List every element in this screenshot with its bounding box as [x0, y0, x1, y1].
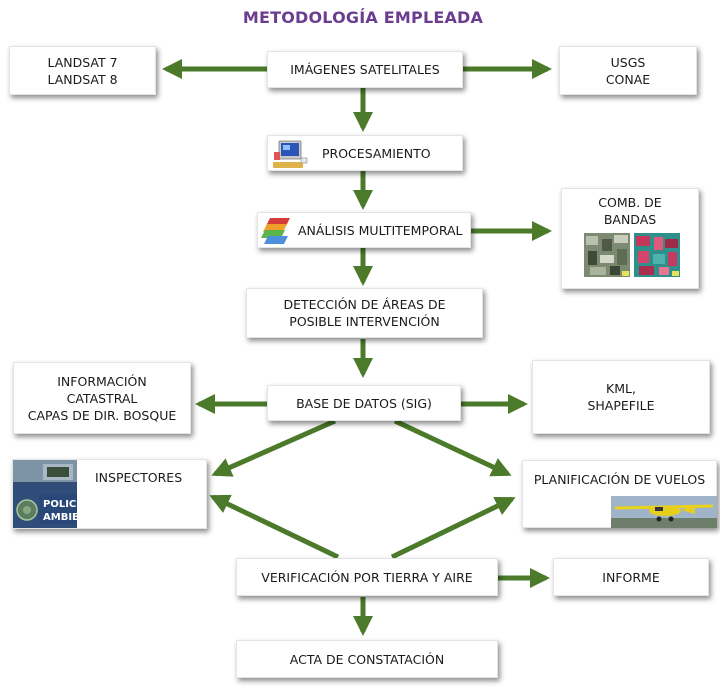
computer-icon	[273, 140, 308, 168]
satellite-thumbnail-false-color	[634, 233, 680, 277]
node-imagenes-satelitales: IMÁGENES SATELITALES	[267, 51, 463, 88]
node-procesamiento: PROCESAMIENTO	[267, 135, 463, 171]
airplane-photo	[611, 496, 717, 528]
node-deteccion-line-1: DETECCIÓN DE ÁREAS DE	[283, 297, 446, 312]
node-kml-line-2: SHAPEFILE	[587, 398, 655, 413]
node-info-line-3: CAPAS DE DIR. BOSQUE	[27, 407, 177, 423]
police-car-photo: POLICI AMBIE	[13, 460, 77, 528]
arrow-verificacion-to-inspectores	[209, 494, 340, 560]
node-planificacion-vuelos: PLANIFICACIÓN DE VUELOS	[522, 460, 717, 528]
node-informe: INFORME	[553, 558, 709, 596]
node-comb-line-1: COMB. DE	[598, 195, 662, 210]
node-usgs-conae: USGS CONAE	[559, 46, 697, 95]
node-acta-label: ACTA DE CONSTATACIÓN	[289, 651, 445, 667]
node-procesamiento-label: PROCESAMIENTO	[322, 146, 431, 161]
node-kml-shapefile: KML, SHAPEFILE	[532, 360, 710, 434]
arrow-base-to-inspectores	[211, 418, 337, 477]
node-base-label: BASE DE DATOS (SIG)	[296, 395, 432, 411]
diagram-title: METODOLOGÍA EMPLEADA	[242, 8, 484, 27]
node-info-line-2: CATASTRAL	[66, 390, 138, 406]
node-landsat-line-1: LANDSAT 7	[47, 54, 118, 70]
node-imagenes-label: IMÁGENES SATELITALES	[290, 62, 440, 77]
node-informacion-catastral: INFORMACIÓN CATASTRAL CAPAS DE DIR. BOSQ…	[13, 362, 191, 434]
node-planificacion-label: PLANIFICACIÓN DE VUELOS	[533, 472, 706, 487]
police-car-text-2: AMBIE	[43, 512, 77, 523]
node-info-line-1: INFORMACIÓN	[57, 373, 147, 389]
node-deteccion-areas: DETECCIÓN DE ÁREAS DE POSIBLE INTERVENCI…	[246, 288, 483, 338]
node-comb-line-2: BANDAS	[603, 212, 657, 227]
node-verificacion: VERIFICACIÓN POR TIERRA Y AIRE	[236, 558, 498, 596]
node-acta-constatacion: ACTA DE CONSTATACIÓN	[236, 640, 498, 678]
node-usgs-line-1: USGS	[610, 54, 646, 70]
node-informe-label: INFORME	[602, 569, 660, 585]
arrow-base-to-planificacion	[393, 418, 512, 477]
node-inspectores-label: INSPECTORES	[95, 470, 183, 485]
node-landsat: LANDSAT 7 LANDSAT 8	[9, 46, 156, 95]
arrow-verificacion-to-planificacion	[390, 496, 516, 560]
node-analisis-label: ANÁLISIS MULTITEMPORAL	[298, 223, 463, 238]
layers-icon	[261, 218, 290, 244]
node-inspectores: POLICI AMBIE INSPECTORES	[12, 459, 207, 529]
node-landsat-line-2: LANDSAT 8	[47, 71, 118, 87]
node-usgs-line-2: CONAE	[605, 71, 651, 87]
node-base-datos-sig: BASE DE DATOS (SIG)	[267, 385, 461, 421]
police-car-text-1: POLICI	[43, 499, 77, 510]
node-verificacion-label: VERIFICACIÓN POR TIERRA Y AIRE	[261, 569, 473, 585]
satellite-thumbnail-natural	[584, 233, 630, 277]
node-deteccion-line-2: POSIBLE INTERVENCIÓN	[289, 314, 440, 329]
node-comb-bandas: COMB. DE BANDAS	[561, 188, 699, 289]
node-analisis-multitemporal: ANÁLISIS MULTITEMPORAL	[257, 212, 471, 248]
node-kml-line-1: KML,	[606, 381, 636, 396]
